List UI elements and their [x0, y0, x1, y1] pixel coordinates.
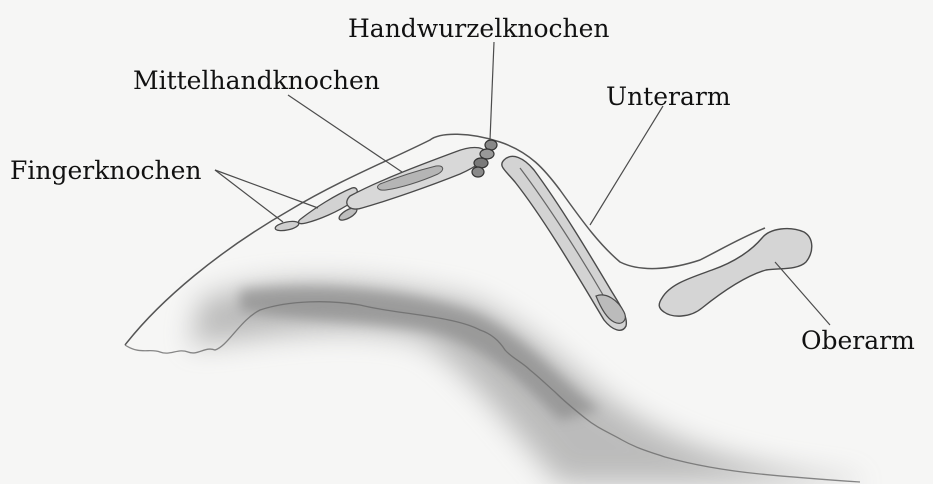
- leader-handwurzel: [490, 42, 494, 140]
- leader-unterarm: [590, 106, 663, 225]
- forearm-bones: [502, 156, 627, 330]
- label-mittelhandknochen: Mittelhandknochen: [133, 68, 380, 93]
- leader-mittelhand: [288, 95, 402, 172]
- leader-finger-2: [215, 170, 318, 208]
- wing-shading: [190, 281, 860, 484]
- label-unterarm: Unterarm: [606, 84, 731, 109]
- label-handwurzelknochen: Handwurzelknochen: [348, 16, 610, 41]
- leader-oberarm: [775, 262, 830, 325]
- label-oberarm: Oberarm: [801, 328, 915, 353]
- leader-finger-1: [215, 170, 283, 222]
- metacarpal-bones: [347, 148, 486, 210]
- label-fingerknochen: Fingerknochen: [10, 158, 202, 183]
